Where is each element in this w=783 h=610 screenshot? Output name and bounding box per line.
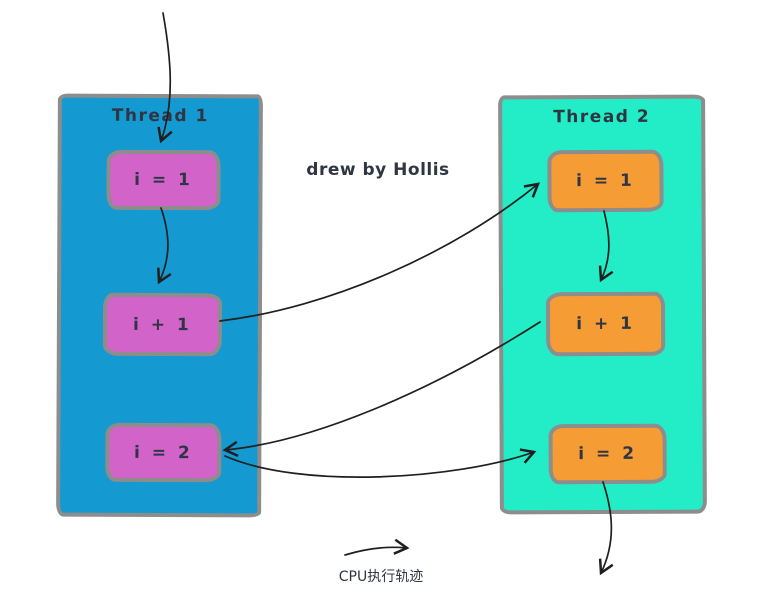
legend-label: CPU执行轨迹 (338, 569, 424, 585)
legend-arrow (344, 538, 410, 556)
thread2-box-i-plus-1: i + 1 (545, 291, 666, 357)
thread2-title: Thread 2 (553, 106, 651, 128)
cross-arrow-t1-iplus1-to-t2-i1 (219, 182, 540, 322)
thread1-box-i-plus-1: i + 1 (102, 292, 223, 357)
thread2-box-i-eq-1: i = 1 (547, 149, 664, 213)
thread1-box-i-eq-2-label: i = 2 (133, 442, 193, 463)
cross-arrow-t1-i2-to-t2-i2 (224, 448, 537, 478)
watermark-text: drew by Hollis (306, 160, 450, 180)
thread2-box-i-eq-2: i = 2 (548, 423, 667, 485)
thread1-title: Thread 1 (111, 105, 209, 127)
cross-arrow-t2-iplus1-to-t1-i2 (222, 321, 541, 457)
thread1-box-i-eq-1-label: i = 1 (134, 169, 193, 191)
thread1-panel: Thread 1 i = 1 i + 1 i = 2 (56, 93, 263, 518)
thread2-box-i-eq-1-label: i = 1 (576, 170, 635, 192)
thread2-box-i-plus-1-label: i + 1 (576, 313, 636, 335)
thread2-box-i-eq-2-label: i = 2 (578, 443, 638, 465)
thread2-panel: Thread 2 i = 1 i + 1 i = 2 (498, 94, 707, 515)
thread1-box-i-plus-1-label: i + 1 (132, 314, 192, 335)
thread1-box-i-eq-1: i = 1 (106, 149, 221, 211)
thread1-box-i-eq-2: i = 2 (105, 422, 222, 483)
